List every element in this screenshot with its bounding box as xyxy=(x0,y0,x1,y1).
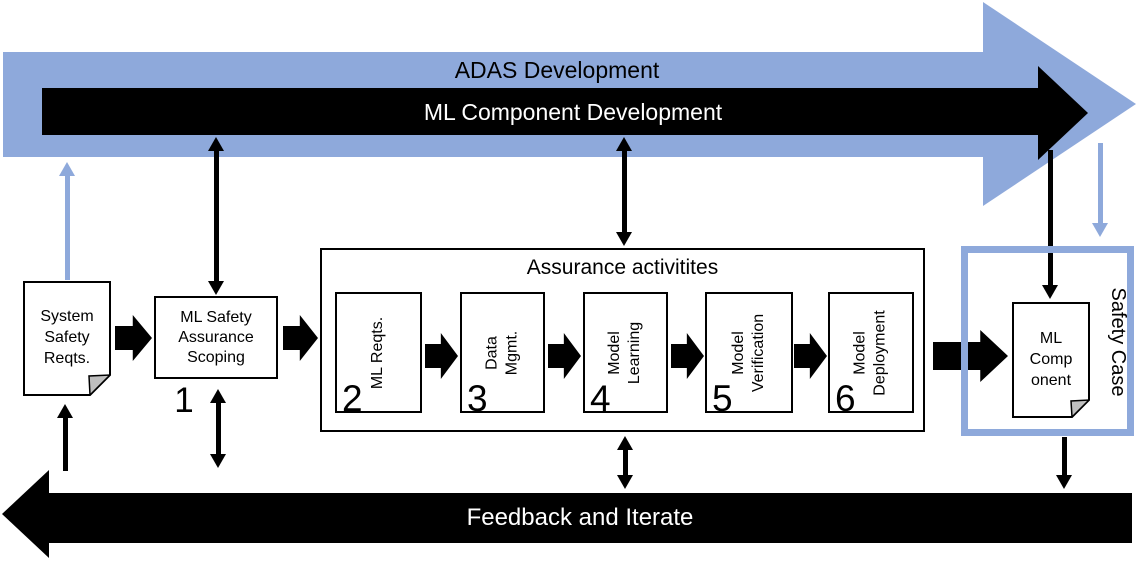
safety-case-box xyxy=(961,246,1134,436)
connector-scoping-to-mldev xyxy=(208,137,224,295)
connector-assurance-to-mldev xyxy=(616,137,632,246)
feedback-iterate-arrow-head xyxy=(2,470,49,558)
arrowhead-up-icon xyxy=(616,137,632,151)
document-icon xyxy=(1012,302,1090,418)
arrowhead-up-icon xyxy=(59,162,75,176)
flow-arrow-sysreqts-to-scoping xyxy=(115,315,152,361)
step-number-6: 6 xyxy=(835,378,856,419)
arrowhead-down-icon xyxy=(1056,475,1072,489)
step-number-1: 1 xyxy=(174,381,194,420)
ml-safety-assurance-scoping-box: ML Safety Assurance Scoping xyxy=(154,296,278,379)
ml-component-document-label: ML Comp onent xyxy=(1029,329,1073,389)
feedback-iterate-arrow-shaft xyxy=(48,493,1132,543)
activity-label: Model Deployment xyxy=(852,309,889,396)
activity-box-model-verification: Model Verification 5 xyxy=(705,292,793,417)
safety-case-label: Safety Case xyxy=(1107,287,1129,397)
arrowhead-up-icon xyxy=(208,137,224,151)
connector-safetycase-to-feedback xyxy=(1056,437,1072,489)
connector-feedback-to-sysreqts xyxy=(57,404,73,471)
arrowhead-up-icon xyxy=(617,436,633,450)
activity-box-model-deployment: Model Deployment 6 xyxy=(828,292,914,417)
connector-scoping-to-feedback xyxy=(210,389,226,468)
connector-adas-to-safetycase xyxy=(1092,143,1108,237)
step-number-4: 4 xyxy=(590,378,611,419)
arrowhead-down-icon xyxy=(1042,285,1058,299)
arrowhead-down-icon xyxy=(617,475,633,489)
activity-label: Data Mgmt. xyxy=(483,330,521,375)
arrowhead-down-icon xyxy=(210,454,226,468)
arrowhead-down-icon xyxy=(1092,223,1108,237)
feedback-iterate-label: Feedback and Iterate xyxy=(466,504,694,531)
document-icon xyxy=(23,281,111,396)
ml-component-development-arrow-shaft xyxy=(42,88,1039,135)
activity-label: Model Learning xyxy=(606,321,644,384)
activity-label: Model Verification xyxy=(729,313,767,392)
step-number-2: 2 xyxy=(342,378,363,419)
activity-box-model-learning: Model Learning 4 xyxy=(583,292,668,417)
connector-mldev-to-mlcomponent xyxy=(1042,150,1058,299)
flow-arrow-scoping-to-assurance xyxy=(283,315,318,361)
arrowhead-down-icon xyxy=(208,281,224,295)
activity-label: ML Reqts. xyxy=(369,316,387,389)
assurance-activities-title: Assurance activitites xyxy=(526,256,719,279)
connector-assurance-to-feedback xyxy=(617,436,633,489)
step-number-3: 3 xyxy=(467,378,488,419)
arrowhead-up-icon xyxy=(210,389,226,403)
system-safety-reqts-document-label: System Safety Reqts. xyxy=(40,308,94,367)
adas-development-label: ADAS Development xyxy=(454,57,660,83)
ml-component-development-arrow-head xyxy=(1038,66,1088,160)
arrowhead-up-icon xyxy=(57,404,73,418)
arrowhead-down-icon xyxy=(616,232,632,246)
connector-sysreqts-to-adas xyxy=(59,162,75,280)
activity-box-ml-reqts: ML Reqts. 2 xyxy=(335,292,422,417)
ml-component-development-label: ML Component Development xyxy=(423,99,723,125)
activity-box-data-mgmt: Data Mgmt. 3 xyxy=(460,292,545,417)
step-number-5: 5 xyxy=(712,378,733,419)
